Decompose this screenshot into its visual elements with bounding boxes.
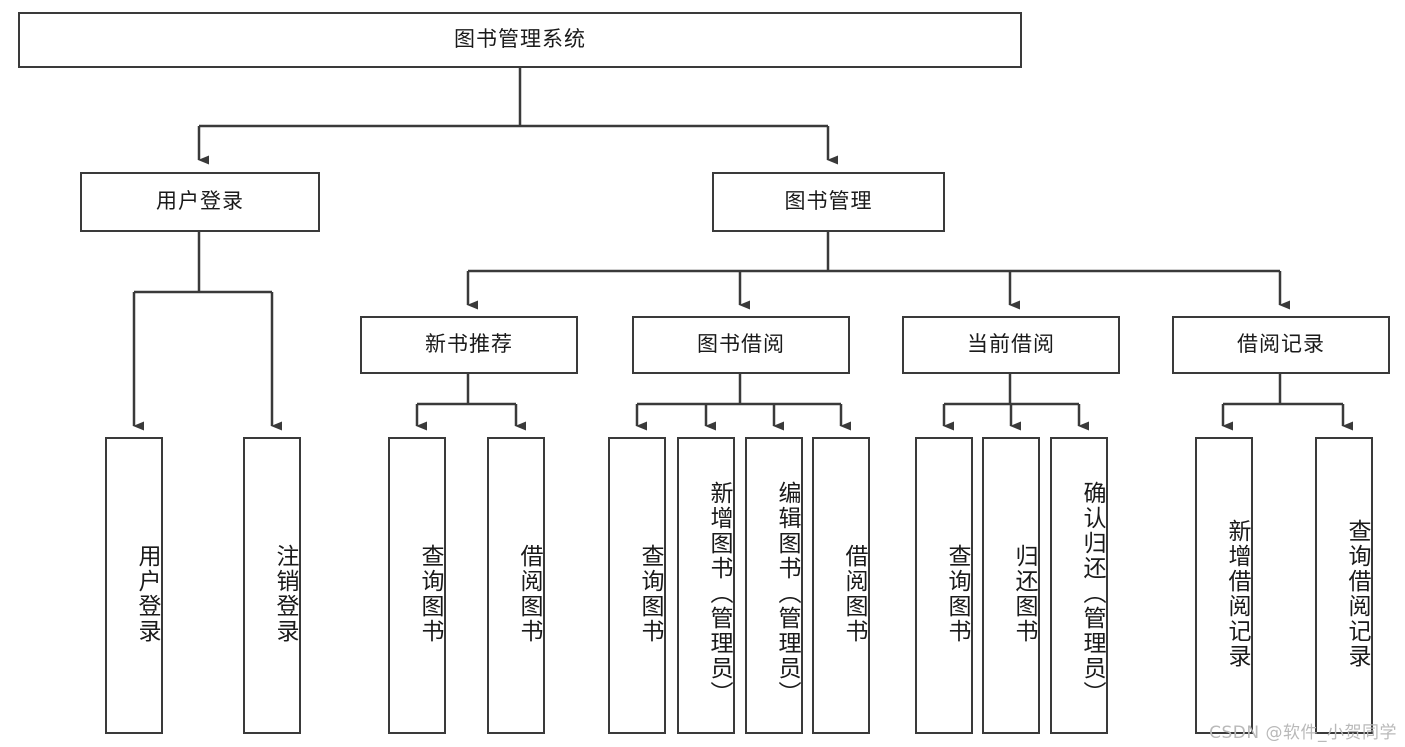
node-label: 新增图书（管理员）	[706, 481, 732, 706]
node-label: 借阅记录	[1237, 332, 1325, 357]
node-leaf-query-book-3[interactable]: 查询图书	[915, 437, 973, 734]
node-user-login[interactable]: 用户登录	[80, 172, 320, 232]
node-label: 图书管理系统	[454, 27, 586, 52]
node-label: 借阅图书	[516, 543, 542, 644]
csdn-watermark: CSDN @软件_小贺同学	[1209, 723, 1397, 743]
node-leaf-borrow-book-2[interactable]: 借阅图书	[812, 437, 870, 734]
node-label: 编辑图书（管理员）	[774, 481, 800, 706]
node-label: 当前借阅	[967, 332, 1055, 357]
node-borrow-record[interactable]: 借阅记录	[1172, 316, 1390, 374]
node-book-borrow[interactable]: 图书借阅	[632, 316, 850, 374]
node-leaf-borrow-book-1[interactable]: 借阅图书	[487, 437, 545, 734]
node-label: 用户登录	[134, 543, 160, 644]
node-label: 借阅图书	[841, 543, 867, 644]
node-leaf-add-book[interactable]: 新增图书（管理员）	[677, 437, 735, 734]
node-label: 查询图书	[637, 543, 663, 644]
node-label: 查询图书	[417, 543, 443, 644]
node-leaf-return-book[interactable]: 归还图书	[982, 437, 1040, 734]
node-leaf-query-book-2[interactable]: 查询图书	[608, 437, 666, 734]
node-leaf-query-record[interactable]: 查询借阅记录	[1315, 437, 1373, 734]
node-label: 查询借阅记录	[1344, 518, 1370, 669]
node-label: 确认归还（管理员）	[1079, 481, 1105, 706]
node-new-book-recommend[interactable]: 新书推荐	[360, 316, 578, 374]
node-leaf-query-book-1[interactable]: 查询图书	[388, 437, 446, 734]
node-label: 新增借阅记录	[1224, 518, 1250, 669]
node-label: 用户登录	[156, 189, 244, 214]
node-label: 图书管理	[784, 189, 873, 214]
node-leaf-add-record[interactable]: 新增借阅记录	[1195, 437, 1253, 734]
node-label: 图书借阅	[697, 332, 785, 357]
node-leaf-confirm-return[interactable]: 确认归还（管理员）	[1050, 437, 1108, 734]
node-leaf-logout[interactable]: 注销登录	[243, 437, 301, 734]
node-book-management[interactable]: 图书管理	[712, 172, 945, 232]
node-label: 查询图书	[944, 543, 970, 644]
node-label: 新书推荐	[425, 332, 513, 357]
node-leaf-user-login[interactable]: 用户登录	[105, 437, 163, 734]
node-system-title[interactable]: 图书管理系统	[18, 12, 1022, 68]
node-leaf-edit-book[interactable]: 编辑图书（管理员）	[745, 437, 803, 734]
node-current-borrow[interactable]: 当前借阅	[902, 316, 1120, 374]
node-label: 注销登录	[272, 543, 298, 644]
node-label: 归还图书	[1011, 543, 1037, 644]
